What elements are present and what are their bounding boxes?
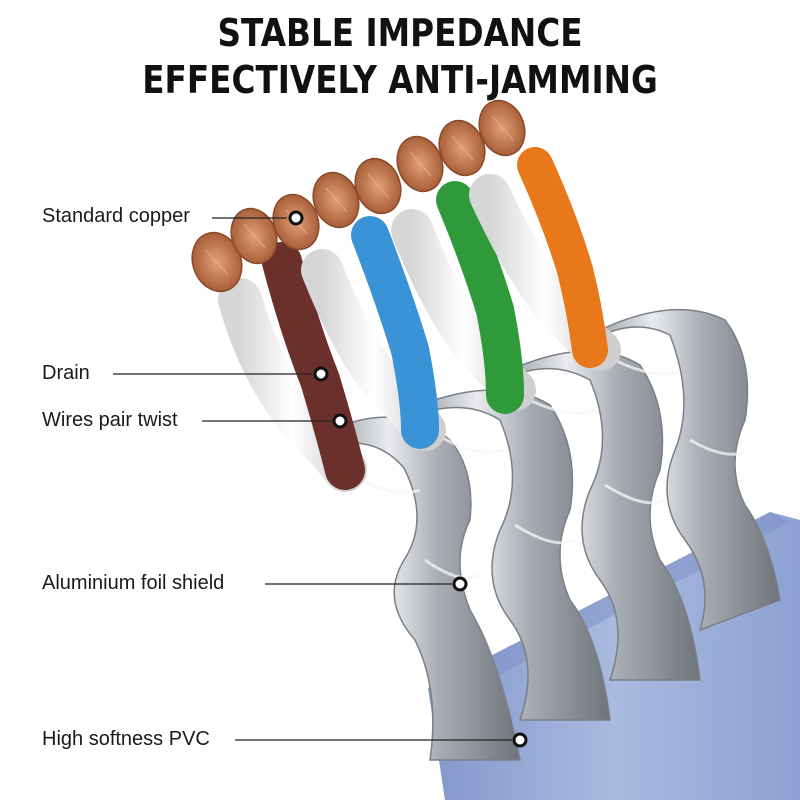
foil-shield-2 — [404, 389, 611, 721]
foil-shield-3 — [494, 350, 701, 681]
headline-line-2: EFFECTIVELY ANTI-JAMMING — [142, 58, 658, 102]
marker-copper — [288, 210, 304, 226]
wires — [218, 147, 621, 492]
label-standard-copper: Standard copper — [42, 205, 190, 227]
wire-green — [436, 181, 524, 414]
callout-leaders — [113, 217, 512, 741]
headline: STABLE IMPEDANCE EFFECTIVELY ANTI-JAMMIN… — [56, 10, 744, 104]
marker-pvc — [512, 732, 528, 748]
marker-foil — [452, 576, 468, 592]
marker-twist — [332, 413, 348, 429]
foil-shield-4 — [584, 308, 781, 632]
label-aluminium-foil-shield: Aluminium foil shield — [42, 572, 225, 594]
foil-shield-1 — [316, 416, 521, 761]
label-wires-pair-twist: Wires pair twist — [42, 409, 178, 431]
wire-blue — [351, 216, 439, 449]
callout-markers — [288, 210, 528, 748]
copper-strand-lines — [204, 115, 514, 276]
label-high-softness-pvc: High softness PVC — [42, 728, 210, 750]
label-drain: Drain — [42, 362, 90, 384]
wire-orange — [517, 147, 608, 368]
marker-drain — [313, 366, 329, 382]
headline-line-1: STABLE IMPEDANCE — [217, 11, 583, 55]
